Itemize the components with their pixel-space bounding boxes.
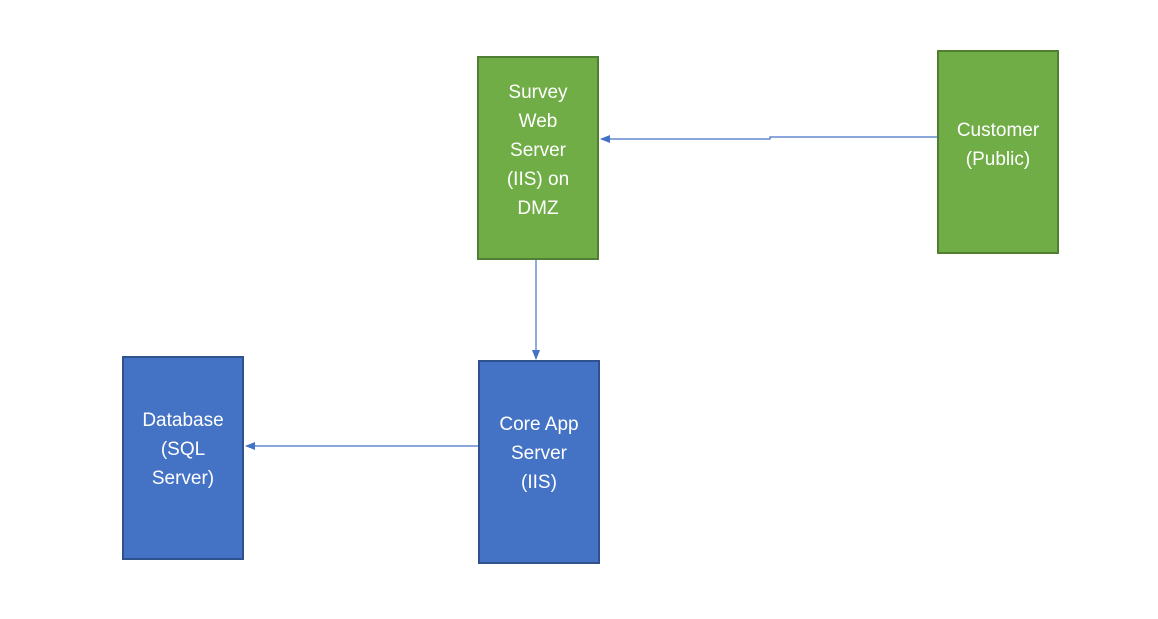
survey-web-server-label: Survey Web Server (IIS) on DMZ xyxy=(506,82,570,219)
core-app-server-label: Core App Server (IIS) xyxy=(499,414,579,493)
database-label: Database (SQL Server) xyxy=(142,410,224,489)
core-app-server-node[interactable]: Core App Server (IIS) xyxy=(478,360,600,564)
edge-customer-to-survey-web-server xyxy=(600,135,937,143)
customer-label: Customer (Public) xyxy=(956,120,1040,170)
database-node[interactable]: Database (SQL Server) xyxy=(122,356,244,560)
customer-node[interactable]: Customer (Public) xyxy=(937,50,1059,254)
survey-web-server-node[interactable]: Survey Web Server (IIS) on DMZ xyxy=(477,56,599,260)
